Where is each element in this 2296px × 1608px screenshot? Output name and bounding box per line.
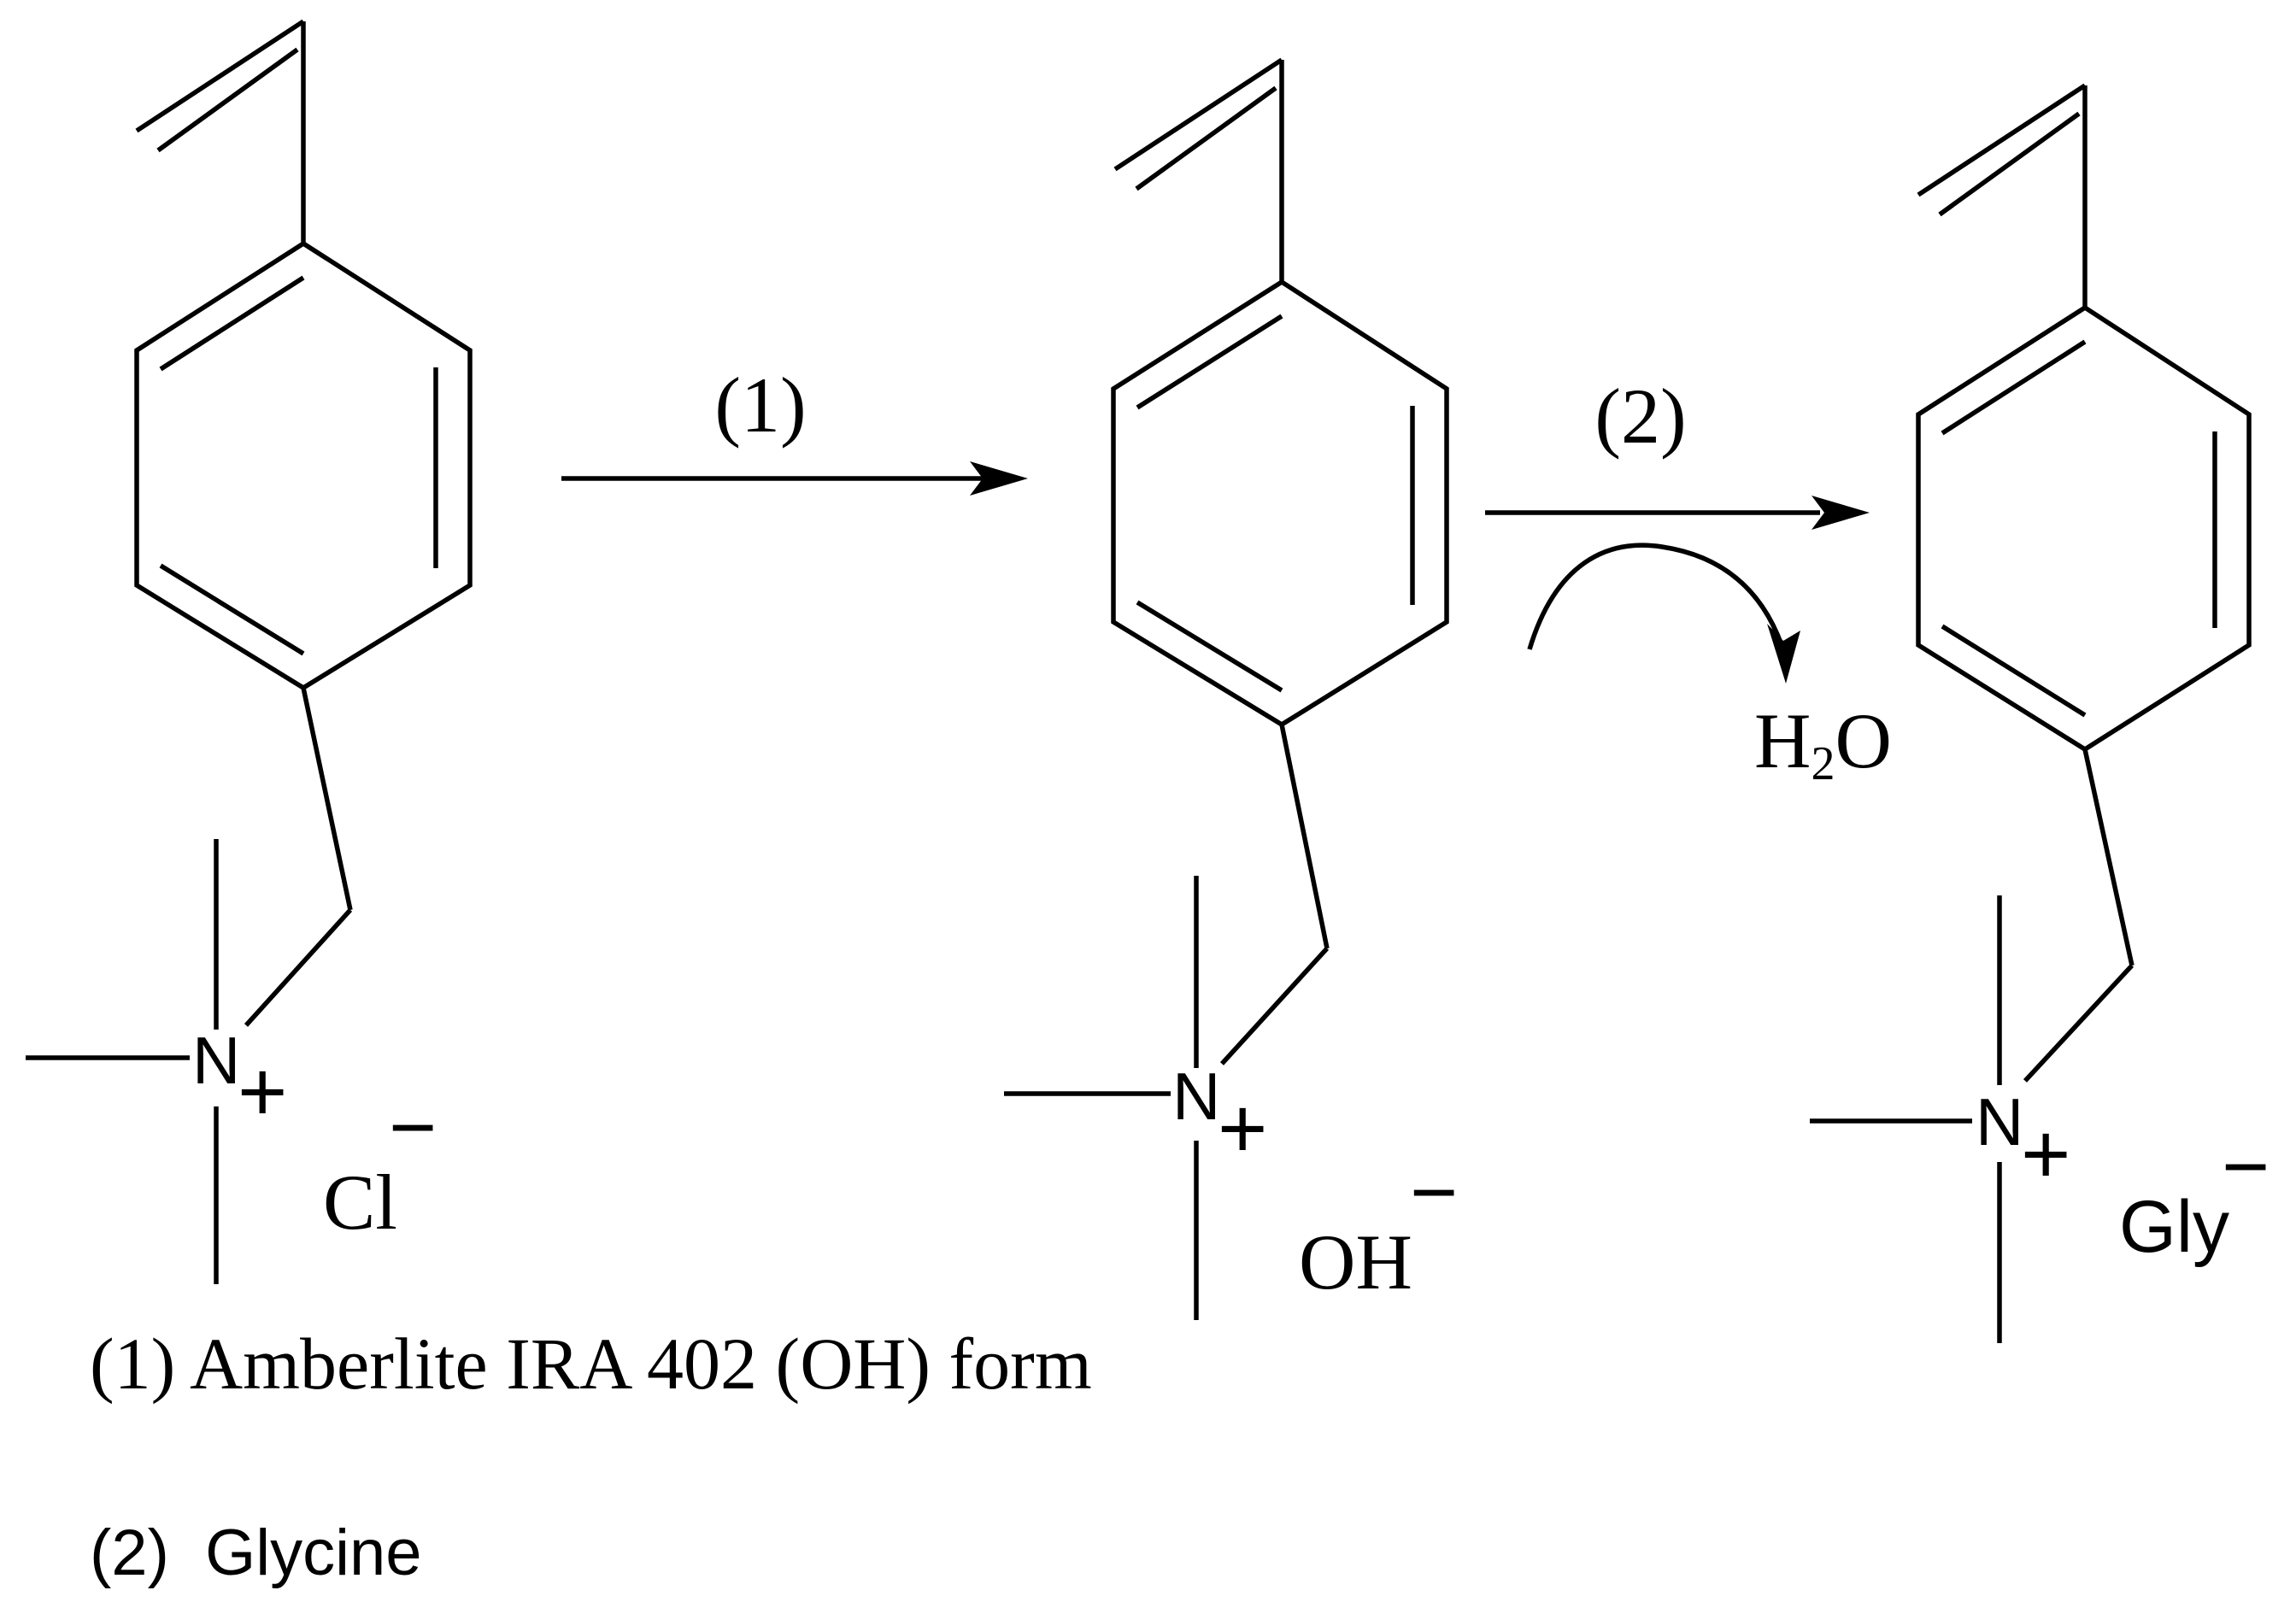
anion-charge: − [2222, 1121, 2270, 1212]
chloride-counterion: Cl [323, 1159, 397, 1246]
anion-charge: − [1410, 1147, 1458, 1238]
nitrogen-atom: N [1172, 1059, 1220, 1134]
vinyl-group [1917, 83, 2088, 308]
legend-step-1: (1) Amberlite IRA 402 (OH) form [90, 1323, 1092, 1405]
legend: (1) Amberlite IRA 402 (OH) form (2) Glyc… [90, 1323, 1092, 1589]
anion-charge: − [389, 1082, 437, 1173]
reaction-arrow-1 [561, 461, 1028, 496]
methyl-bonds [26, 839, 219, 1284]
benzyl-linker [1219, 724, 1330, 1065]
benzene-ring [134, 240, 473, 691]
benzyl-linker [244, 687, 353, 1027]
vinyl-group [135, 19, 306, 244]
molecule-chloride-resin: N + Cl − [26, 19, 473, 1284]
methyl-bonds [1004, 876, 1199, 1320]
glycinate-counterion: Gly [2119, 1186, 2229, 1268]
cation-charge: + [238, 1044, 287, 1140]
legend-step-2: (2) Glycine [90, 1517, 422, 1589]
nitrogen-atom: N [192, 1023, 240, 1098]
step-1-label: (1) [714, 361, 806, 449]
benzene-ring [1916, 304, 2252, 753]
methyl-bonds [1810, 895, 2002, 1343]
molecule-hydroxide-resin: N + OH − [1004, 57, 1458, 1320]
benzene-ring [1111, 279, 1449, 728]
hydroxide-counterion: OH [1299, 1218, 1412, 1306]
benzyl-linker [2023, 748, 2135, 1083]
reaction-arrow-2 [1485, 496, 1870, 530]
molecule-glycinate-resin: N + Gly − [1810, 83, 2270, 1343]
vinyl-group [1113, 57, 1284, 282]
cation-charge: + [1218, 1081, 1267, 1177]
water-byproduct: H2O [1754, 697, 1892, 790]
step-2-label: (2) [1594, 373, 1686, 460]
nitrogen-atom: N [1976, 1084, 2023, 1159]
water-release-arrow [1527, 543, 1800, 684]
cation-charge: + [2021, 1106, 2070, 1202]
